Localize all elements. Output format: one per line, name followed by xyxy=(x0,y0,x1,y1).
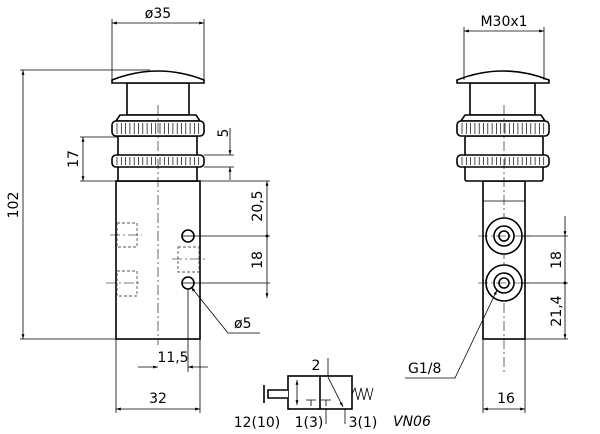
hidden-port xyxy=(116,270,138,297)
dim-port-offset-bottom: 21,4 xyxy=(549,295,565,326)
dim-hole-offset: 11,5 xyxy=(157,350,188,366)
port-2-label: 2 xyxy=(312,358,321,374)
dim-cap-diameter: ø35 xyxy=(145,6,171,22)
front-view: ø35 102 17 5 20,5 18 ø5 11,5 32 xyxy=(6,6,270,413)
knurled-nut-lower-side xyxy=(456,154,550,168)
side-view: M30x1 18 21,4 G1/8 16 xyxy=(405,14,568,413)
dim-body-width: 32 xyxy=(149,391,167,407)
dim-port-pitch: 18 xyxy=(250,251,266,269)
pneumatic-symbol: 2 12(10) 1(3) 3(1) xyxy=(234,358,378,431)
dim-port-offset-top: 20,5 xyxy=(250,190,266,221)
hidden-port xyxy=(177,246,200,273)
dim-nut-spacing: 17 xyxy=(66,150,82,168)
dim-body-width-side: 16 xyxy=(497,391,515,407)
port-1-label: 1(3) xyxy=(295,415,324,431)
plunger-stem-side xyxy=(469,82,536,116)
dim-overall-height: 102 xyxy=(6,192,22,219)
push-button-cap xyxy=(111,70,205,84)
port-3-label: 3(1) xyxy=(349,415,378,431)
dim-nut-width: 5 xyxy=(216,129,232,138)
port-12-label: 12(10) xyxy=(234,415,281,431)
model-code: VN06 xyxy=(393,414,431,430)
dim-hole-diameter: ø5 xyxy=(234,316,251,332)
push-button-cap-side xyxy=(456,70,550,84)
dim-port-thread: G1/8 xyxy=(408,361,441,377)
dim-port-pitch-side: 18 xyxy=(549,251,565,269)
knurled-nut-upper-side xyxy=(456,120,550,137)
dim-thread: M30x1 xyxy=(480,14,527,30)
